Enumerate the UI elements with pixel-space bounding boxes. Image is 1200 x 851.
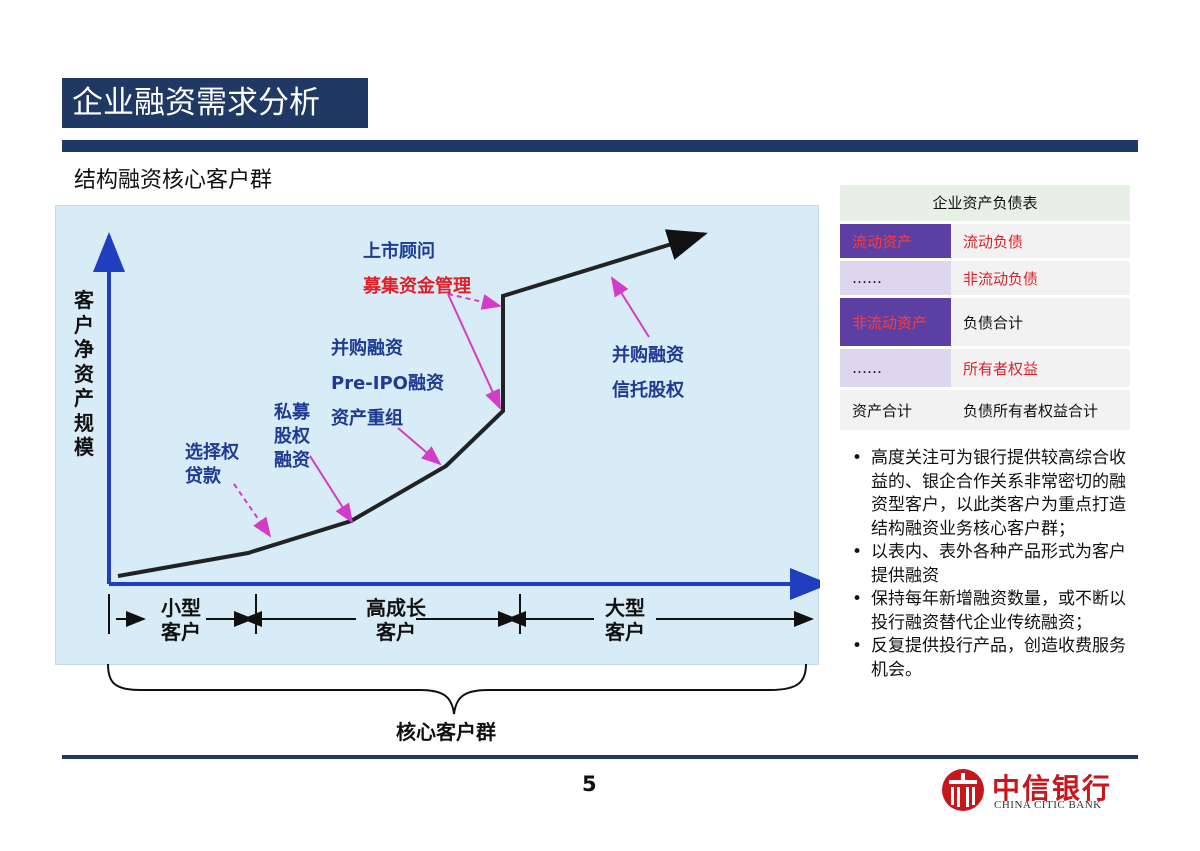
list-item: • 保持每年新增融资数量，或不断以投行融资替代企业传统融资； xyxy=(852,588,1132,635)
y-axis-label: 客户净资产规模 xyxy=(74,288,94,459)
bs-cell-right: 负债合计 xyxy=(951,298,1130,346)
annotation-trust: 信托股权 xyxy=(612,380,684,401)
segment-growth-line1: 高成长 xyxy=(366,596,426,620)
table-row: …… 所有者权益 xyxy=(840,349,1130,387)
list-item: • 反复提供投行产品，创造收费服务机会。 xyxy=(852,635,1132,682)
segment-large: 大型 客户 xyxy=(594,596,656,644)
growth-diagram-graphics xyxy=(93,229,820,634)
bullet-text: 以表内、表外各种产品形式为客户提供融资 xyxy=(871,542,1126,586)
annotation-ma: 并购融资 xyxy=(331,338,403,359)
segment-large-line2: 客户 xyxy=(605,620,645,644)
bullet-text: 反复提供投行产品，创造收费服务机会。 xyxy=(871,636,1126,680)
annotation-option-2: 贷款 xyxy=(185,466,221,487)
growth-curve xyxy=(117,229,708,578)
table-row: 资产合计 负债所有者权益合计 xyxy=(840,390,1130,430)
segment-small: 小型 客户 xyxy=(151,596,211,644)
annotation-option-1: 选择权 xyxy=(185,442,239,463)
segment-small-line2: 客户 xyxy=(161,620,201,644)
logo-name-en: CHINA CITIC BANK xyxy=(994,799,1102,811)
bs-cell-right: 负债所有者权益合计 xyxy=(951,390,1130,430)
bullet-text: 高度关注可为银行提供较高综合收益的、银企合作关系非常密切的融资型客户，以此类客户… xyxy=(871,448,1126,539)
table-row: 流动资产 流动负债 xyxy=(840,224,1130,258)
pointer-arrow xyxy=(309,455,354,524)
bullet-marker: • xyxy=(852,448,863,468)
bullet-marker: • xyxy=(852,589,863,609)
annotation-restructure: 资产重组 xyxy=(331,408,403,429)
table-row: 非流动资产 负债合计 xyxy=(840,298,1130,346)
list-item: • 以表内、表外各种产品形式为客户提供融资 xyxy=(852,541,1132,588)
bs-cell-left: …… xyxy=(840,261,951,295)
bullet-marker: • xyxy=(852,636,863,656)
bullet-text: 保持每年新增融资数量，或不断以投行融资替代企业传统融资； xyxy=(871,589,1126,633)
pointer-arrow xyxy=(447,293,501,410)
segment-large-line1: 大型 xyxy=(605,596,645,620)
citic-logo-icon xyxy=(942,769,984,811)
footer-divider xyxy=(62,755,1138,759)
pointer-arrow xyxy=(397,427,442,466)
title-divider xyxy=(62,140,1138,152)
bullet-marker: • xyxy=(852,542,863,562)
bs-cell-left: 流动资产 xyxy=(840,224,951,258)
bank-logo: 中信银行 CHINA CITIC BANK xyxy=(940,765,1130,815)
slide-subtitle: 结构融资核心客户群 xyxy=(74,168,273,193)
segment-growth: 高成长 客户 xyxy=(356,596,436,644)
annotation-listing: 上市顾问 xyxy=(363,241,435,262)
core-group-brace xyxy=(107,663,807,715)
annotation-ma-2: 并购融资 xyxy=(612,345,684,366)
segment-growth-line2: 客户 xyxy=(376,620,416,644)
pointer-arrow xyxy=(233,483,272,538)
bs-cell-right: 非流动负债 xyxy=(951,261,1130,295)
bs-cell-left: 非流动资产 xyxy=(840,298,951,346)
balance-sheet-table: 企业资产负债表 流动资产 流动负债 …… 非流动负债 非流动资产 负债合计 ……… xyxy=(840,185,1130,430)
bs-cell-left: 资产合计 xyxy=(840,390,951,430)
annotation-pe-3: 融资 xyxy=(274,450,310,471)
annotation-pre-ipo: Pre-IPO融资 xyxy=(331,373,444,394)
bs-cell-left: …… xyxy=(840,349,951,387)
pointer-arrow xyxy=(610,276,650,338)
page-number: 5 xyxy=(582,772,597,796)
annotation-pe-1: 私募 xyxy=(274,402,310,423)
logo-name-cn: 中信银行 xyxy=(992,772,1113,805)
growth-diagram: 上市顾问 募集资金管理 并购融资 Pre-IPO融资 资产重组 私募 股权 融资… xyxy=(55,205,820,665)
bullet-list: • 高度关注可为银行提供较高综合收益的、银企合作关系非常密切的融资型客户，以此类… xyxy=(852,447,1132,682)
balance-sheet-title: 企业资产负债表 xyxy=(840,185,1130,221)
core-group-label: 核心客户群 xyxy=(396,720,496,744)
bs-cell-right: 流动负债 xyxy=(951,224,1130,258)
annotation-pe-2: 股权 xyxy=(274,426,310,447)
bs-cell-right: 所有者权益 xyxy=(951,349,1130,387)
slide-title: 企业融资需求分析 xyxy=(62,78,368,128)
table-row: …… 非流动负债 xyxy=(840,261,1130,295)
segment-small-line1: 小型 xyxy=(161,596,201,620)
annotation-fund-mgmt: 募集资金管理 xyxy=(363,276,471,297)
list-item: • 高度关注可为银行提供较高综合收益的、银企合作关系非常密切的融资型客户，以此类… xyxy=(852,447,1132,541)
